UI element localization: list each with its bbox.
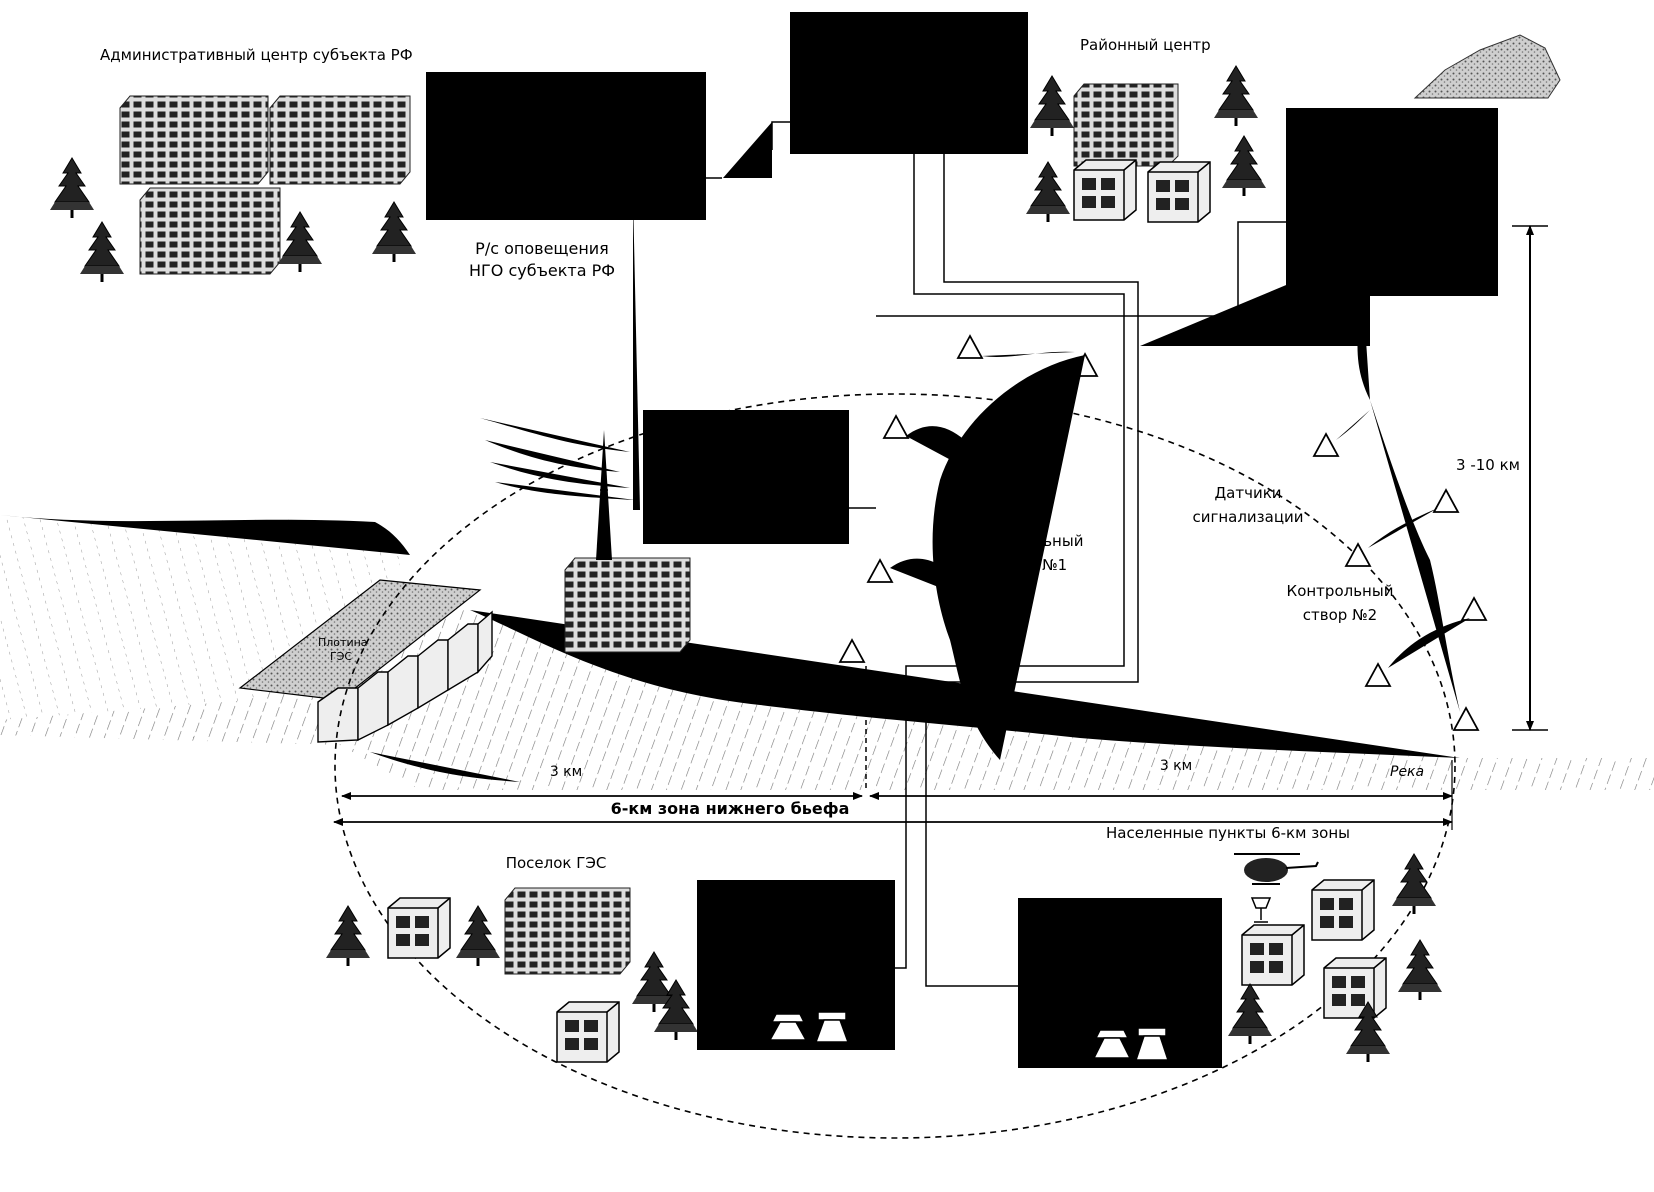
gochs-box: Орган управления по делам ГОЧС субъекта … bbox=[426, 72, 706, 220]
helicopter-icon bbox=[1234, 853, 1319, 885]
zone-ellipse bbox=[334, 393, 1456, 1139]
p166-unmanned: П-166 bbox=[1350, 216, 1395, 234]
dimension-lines bbox=[333, 225, 1548, 830]
dispatcher-building bbox=[564, 557, 691, 653]
unmanned-point-box: Необслуживаемый пункт обработки сигналов… bbox=[1286, 108, 1498, 296]
loudspeaker-icon bbox=[732, 988, 850, 1043]
dispatcher-title: Диспетчер ГЭС bbox=[682, 427, 810, 446]
unmanned-title-3: сигналов bbox=[1356, 170, 1428, 188]
house bbox=[1147, 161, 1211, 223]
district-node-title-1: Районный узел bbox=[850, 26, 969, 44]
house bbox=[387, 897, 451, 959]
control1-label-2: створ №1 bbox=[993, 556, 1067, 574]
unmanned-title-1: Необслуживаемый bbox=[1317, 122, 1466, 140]
dam: Плотина ГЭС bbox=[238, 579, 493, 743]
control2-label-2: створ №2 bbox=[1303, 606, 1377, 624]
upv-settlement-box: УПВ населенного пункта П-166 bbox=[1018, 898, 1222, 1068]
p166-dispatcher: П-166 bbox=[717, 498, 762, 516]
settlements-label: Населенные пункты 6-км зоны bbox=[1106, 824, 1350, 842]
admin-center-label: Административный центр субъекта РФ bbox=[100, 46, 413, 64]
power-pylon bbox=[480, 418, 635, 560]
admin-buildings bbox=[119, 95, 411, 275]
hill bbox=[1413, 34, 1561, 99]
district-center-label: Районный центр bbox=[1080, 36, 1211, 54]
siren-icon bbox=[1250, 897, 1272, 923]
unmanned-title-2: пункт обработки bbox=[1325, 146, 1459, 164]
house bbox=[1241, 924, 1305, 986]
p166-upv-settlement: П-166 bbox=[1089, 978, 1134, 996]
sensors-label-2: сигнализации bbox=[1192, 508, 1303, 526]
control2-label-1: Контрольный bbox=[1287, 582, 1394, 600]
house bbox=[1311, 879, 1375, 941]
radio-station-icon bbox=[440, 170, 530, 212]
house bbox=[556, 1001, 620, 1063]
radio-label-1: Р/с оповещения bbox=[475, 239, 609, 258]
loudspeaker-icon bbox=[1058, 1004, 1170, 1061]
village-building bbox=[504, 887, 631, 975]
radio-label-2: НГО субъекта РФ bbox=[469, 261, 615, 280]
distance-left-label: 3 км bbox=[550, 764, 582, 780]
upv-village-title: УПВ поселка ГЭС bbox=[724, 895, 868, 914]
dam-label-2: ГЭС bbox=[330, 650, 352, 663]
upv-village-box: УПВ поселка ГЭС П-166 bbox=[697, 880, 895, 1050]
district-node-title-2: электросвязи bbox=[855, 48, 962, 66]
upv-settlement-title-2: населенного пункта bbox=[1039, 930, 1200, 948]
dam-label-1: Плотина bbox=[318, 636, 368, 649]
control1-label-1: Контрольный bbox=[977, 532, 1084, 550]
district-buildings bbox=[1073, 83, 1179, 167]
village-label: Поселок ГЭС bbox=[506, 854, 607, 872]
river-label: Река bbox=[1390, 764, 1424, 780]
distance-vertical-label: 3 -10 км bbox=[1456, 456, 1520, 474]
p166-upv-village: П-166 bbox=[765, 962, 810, 980]
sensor-cables bbox=[890, 351, 1470, 760]
house bbox=[1323, 957, 1387, 1019]
p166-gochs: П-166 bbox=[562, 162, 607, 180]
district-node-box: Районный узел электросвязи П-166 bbox=[790, 12, 1028, 154]
dispatcher-box: Диспетчер ГЭС П-166 bbox=[643, 410, 849, 544]
house bbox=[1073, 159, 1137, 221]
gochs-title-1: Орган управления по bbox=[467, 89, 664, 108]
p166-node: П-166 bbox=[883, 108, 928, 126]
gochs-title-2: делам ГОЧС субъекта РФ bbox=[447, 113, 684, 132]
upv-settlement-title-1: УПВ bbox=[1105, 908, 1136, 926]
distance-right-label: 3 км bbox=[1160, 758, 1192, 774]
sensors-label-1: Датчики bbox=[1214, 484, 1281, 502]
zone-label: 6-км зона нижнего бьефа bbox=[611, 799, 850, 818]
